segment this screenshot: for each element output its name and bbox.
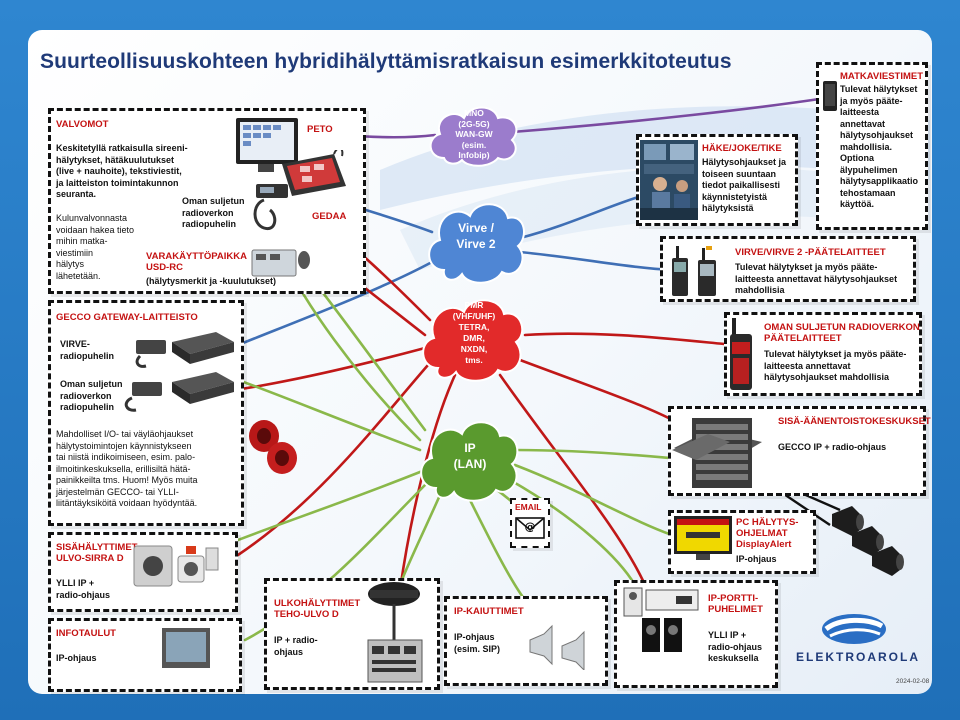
ip-door-phone-icon — [623, 587, 699, 652]
link-virve-paate — [518, 250, 674, 272]
mno-cloud — [429, 106, 518, 167]
ipportti-text: YLLI IP + radio-ohjaus keskuksella — [708, 630, 763, 663]
link-pmr-paate — [523, 332, 737, 347]
gecco-gateway-1-icon — [172, 332, 234, 364]
link-pmr-gecco — [233, 346, 427, 392]
ipportti-title: IP-PORTTI- PUHELIMET — [708, 593, 763, 615]
link-ip-kaiuttimet — [468, 498, 527, 602]
link-ip-pc — [513, 463, 674, 537]
varakaytto-text: (hälytysmerkit ja -kuulutukset) — [146, 276, 277, 286]
infotaulu-icon — [162, 628, 210, 668]
ulkohalyttimet-title: ULKOHÄLYTTIMET TEHO-ULVO D — [274, 598, 361, 620]
varakaytto-device-icon — [251, 249, 310, 277]
gecco-radio-label: Oman suljetun radioverkon radiopuhelin — [60, 379, 123, 412]
pc-monitor-icon — [674, 516, 732, 560]
hake-control-room-icon — [640, 140, 698, 220]
virve-cloud — [428, 203, 525, 284]
ip-cloud-label: IP (LAN) — [453, 441, 487, 471]
link-virve-hake — [518, 193, 647, 240]
link-pmr-ipportti — [498, 373, 647, 587]
ipkaiuttimet-text: IP-ohjaus (esim. SIP) — [454, 632, 501, 654]
ipkaiuttimet-title: IP-KAIUTTIMET — [454, 606, 524, 617]
link-pmr-sisahalyttimet — [236, 363, 430, 557]
omanpaate-box — [724, 312, 922, 396]
gecco-text: Mahdolliset I/O- tai väyläohjaukset häly… — [56, 429, 198, 508]
pc-text: IP-ohjaus — [736, 554, 777, 564]
pc-title: PC HÄLYTYS- OHJELMAT DisplayAlert — [736, 517, 799, 550]
gedaa-label: GEDAA — [312, 211, 347, 222]
valvomot-box — [48, 108, 366, 294]
sisahalyttimet-title: SISÄHÄLYTTIMET ULVO-SIRRA D — [56, 542, 138, 564]
link-pmr-sisaaani — [518, 358, 692, 432]
aanitoisto-rack-icon — [672, 418, 762, 488]
virvepaate-text: Tulevat hälytykset ja myös pääte- laitte… — [735, 262, 898, 295]
peto-label: PETO — [307, 124, 333, 135]
gecco-radio-icon — [124, 382, 162, 412]
link-ip-ulkohalyttimet — [396, 493, 442, 592]
ulvo-sirra-icon — [133, 545, 219, 587]
ip-speaker-icon — [529, 624, 585, 670]
smartphone-icon — [823, 81, 837, 111]
ulkohalyttimet-text: IP + radio- ohjaus — [274, 635, 318, 657]
mno-cloud-label: MNO (2G-5G) WAN-GW (esim. Infobip) — [455, 108, 493, 160]
red-siren-icon — [249, 420, 297, 474]
virvepaate-title: VIRVE/VIRVE 2 -PÄÄTELAITTEET — [735, 247, 886, 258]
matka-text: Tulevat hälytykset ja myös pääte- laitte… — [840, 84, 919, 209]
peto-monitor-icon — [236, 118, 298, 172]
matka-title: MATKAVIESTIMET — [840, 71, 924, 82]
infotaulut-text: IP-ohjaus — [56, 653, 97, 663]
elektroarola-logo-icon — [822, 614, 886, 644]
hake-title: HÄKE/JOKE/TIKE — [702, 143, 782, 154]
sisaaani-text: GECCO IP + radio-ohjaus — [778, 442, 887, 452]
omanpaate-title: OMAN SULJETUN RADIOVERKON PÄÄTELAITTEET — [764, 322, 920, 344]
pmr-cloud-label: PMR (VHF/UHF) TETRA, DMR, NXDN, tms. — [452, 300, 496, 365]
valvomot-text-2: Kulunvalvonnasta voidaan hakea tieto mih… — [56, 213, 135, 281]
gedaa-console-icon — [282, 150, 346, 196]
link-ip-sisahalyttimet — [236, 468, 427, 542]
horn-speakers-icon — [832, 506, 904, 576]
link-virve-gecco — [236, 260, 434, 347]
gecco-title: GECCO GATEWAY-LAITTEISTO — [56, 312, 198, 323]
email-label: EMAIL — [515, 502, 542, 512]
link-ip-gecco — [236, 378, 422, 452]
link-mno-matkaviestimet — [510, 96, 828, 134]
gecco-gateway-2-icon — [172, 372, 234, 404]
sisaaani-title: SISÄ-ÄÄNENTOISTOKESKUKSET — [778, 416, 931, 427]
page-title: Suurteollisuuskohteen hybridihälyttämisr… — [40, 50, 732, 73]
valvomot-radio-label: Oman suljetun radioverkon radiopuhelin — [182, 196, 245, 229]
link-ip-sisaaani — [513, 448, 692, 462]
omanpaate-text: Tulevat hälytykset ja myös pääte- laitte… — [764, 349, 907, 382]
pmr-cloud — [422, 299, 524, 382]
date-stamp: 2024-02-08 — [896, 678, 930, 685]
infotaulut-title: INFOTAULUT — [56, 628, 116, 639]
hake-text: Hälytysohjaukset ja toiseen suuntaan tie… — [702, 157, 787, 213]
link-ip-ipportti — [508, 478, 637, 587]
virve-cloud-label: Virve / Virve 2 — [456, 221, 496, 251]
sisahalyttimet-text: YLLI IP + radio-ohjaus — [56, 578, 111, 600]
gecco-virve-label: VIRVE- radiopuhelin — [60, 339, 114, 361]
valvomot-text-1: Keskitetyllä ratkaisulla sireeni- hälyty… — [56, 143, 188, 199]
teho-ulvo-icon — [367, 582, 423, 683]
varakaytto-title: VARAKÄYTTÖPAIKKA USD-RC — [146, 251, 247, 273]
svg-text:@: @ — [525, 520, 536, 533]
gecco-virve-radio-icon — [135, 340, 166, 368]
valvomot-radio-icon — [253, 184, 288, 231]
dmr-radio-icon — [730, 318, 752, 390]
valvomot-title: VALVOMOT — [56, 119, 109, 130]
email-envelope-icon: @ — [515, 517, 545, 539]
elektroarola-logo-text: ELEKTROAROLA — [796, 650, 920, 664]
virve-terminal-icon — [672, 246, 716, 296]
ip-cloud — [420, 421, 519, 502]
